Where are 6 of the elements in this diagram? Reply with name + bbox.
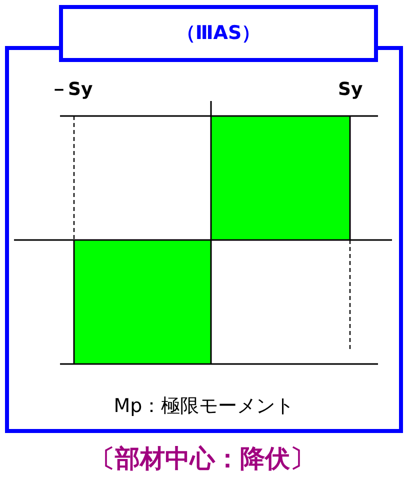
title-tab xyxy=(59,5,378,62)
caption: 〔部材中心：降伏〕 xyxy=(90,443,315,475)
axis-label: －Sy xyxy=(50,78,93,102)
title-text: （ⅢAS） xyxy=(176,21,261,46)
axis-label: Sy xyxy=(338,78,363,102)
caption-text: Mp：極限モーメント xyxy=(112,394,296,419)
